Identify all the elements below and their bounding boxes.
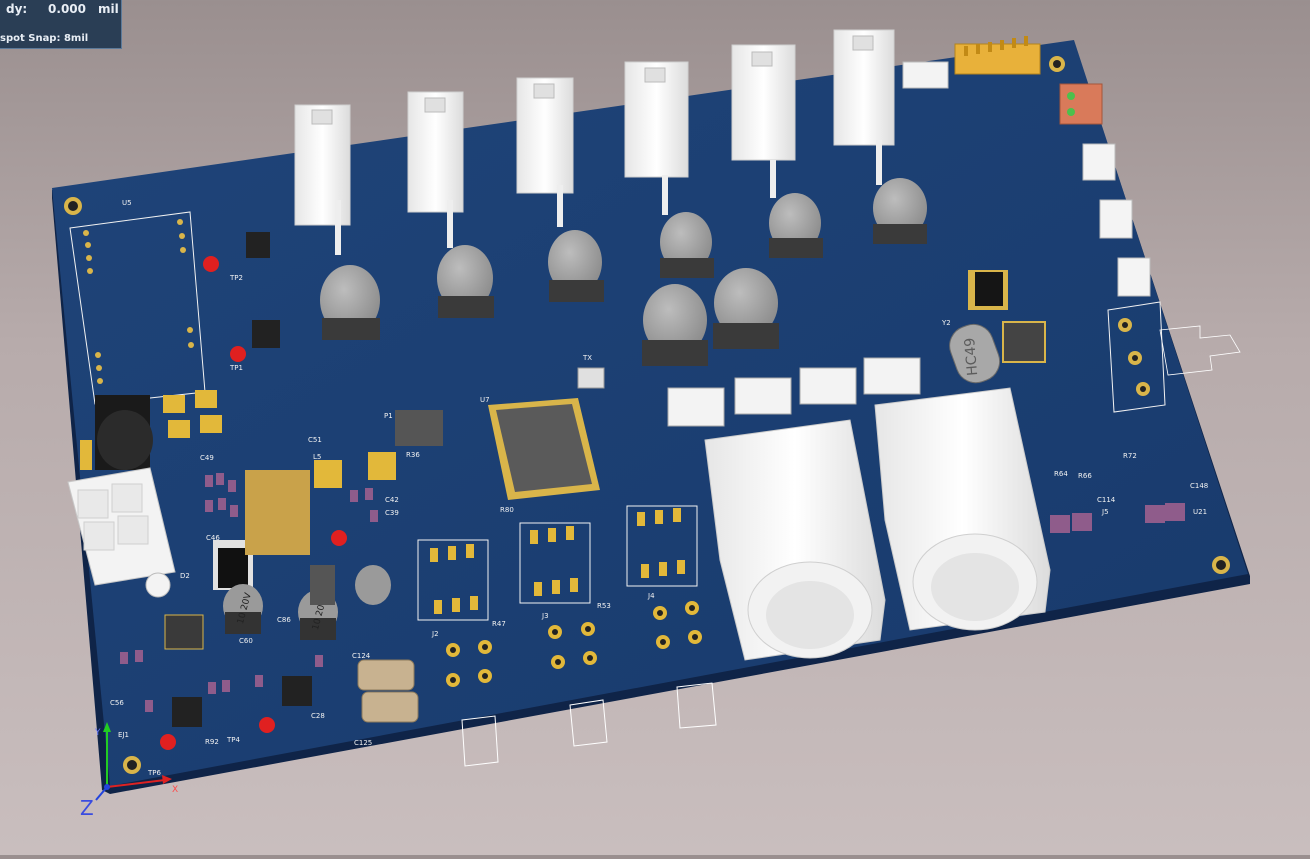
mounting-holes bbox=[64, 56, 1230, 774]
label-c56: C56 bbox=[110, 699, 124, 707]
dy-value: 0.000 bbox=[48, 2, 86, 16]
label-r36: R36 bbox=[406, 451, 420, 459]
molex-connector bbox=[67, 467, 176, 586]
label-r53: R53 bbox=[597, 602, 611, 610]
crystal-label: HC49 bbox=[962, 337, 981, 376]
label-c46: C46 bbox=[206, 534, 220, 542]
label-u7: U7 bbox=[480, 396, 490, 404]
unit-label: mil bbox=[98, 2, 119, 16]
white-connector-row bbox=[294, 29, 927, 340]
label-j3: J3 bbox=[541, 612, 549, 620]
label-c124: C124 bbox=[352, 652, 371, 660]
label-c28: C28 bbox=[311, 712, 325, 720]
axis-z-label: Z bbox=[80, 796, 94, 820]
label-tp1: TP1 bbox=[229, 364, 243, 372]
label-y2: Y2 bbox=[941, 319, 951, 327]
label-tx: TX bbox=[582, 354, 592, 362]
label-c51: C51 bbox=[308, 436, 322, 444]
label-d2: D2 bbox=[180, 572, 190, 580]
label-r80: R80 bbox=[500, 506, 514, 514]
label-p1: P1 bbox=[384, 412, 393, 420]
label-j4: J4 bbox=[647, 592, 655, 600]
label-r47: R47 bbox=[492, 620, 506, 628]
axis-x-label: X bbox=[172, 785, 178, 795]
label-c39: C39 bbox=[385, 509, 399, 517]
label-r92: R92 bbox=[205, 738, 219, 746]
crystal-hc49: HC49 bbox=[949, 323, 1001, 384]
label-j2: J2 bbox=[431, 630, 439, 638]
label-tp2: TP2 bbox=[229, 274, 243, 282]
label-u5: U5 bbox=[122, 199, 132, 207]
axis-y-label: Y bbox=[94, 728, 101, 738]
label-c148: C148 bbox=[1190, 482, 1208, 490]
label-r66: R66 bbox=[1078, 472, 1092, 480]
label-ej1: EJ1 bbox=[118, 731, 129, 739]
axis-gizmo: Y X Z bbox=[80, 722, 178, 820]
label-r72: R72 bbox=[1123, 452, 1137, 460]
label-c86: C86 bbox=[277, 616, 291, 624]
label-r64: R64 bbox=[1054, 470, 1068, 478]
label-c125: C125 bbox=[354, 739, 372, 747]
label-c49: C49 bbox=[200, 454, 214, 462]
transformers bbox=[417, 505, 698, 621]
snap-status: spot Snap: 8mil bbox=[0, 33, 89, 44]
label-tp4: TP4 bbox=[226, 736, 240, 744]
dy-label: dy: bbox=[6, 2, 28, 16]
measurement-hud: dy: 0.000 mil spot Snap: 8mil bbox=[0, 0, 122, 49]
xlr-connectors bbox=[704, 387, 1051, 661]
label-c42: C42 bbox=[385, 496, 399, 504]
label-tp6: TP6 bbox=[147, 769, 161, 777]
label-l5: L5 bbox=[313, 453, 321, 461]
label-j5: J5 bbox=[1101, 508, 1109, 516]
label-c60: C60 bbox=[239, 637, 253, 645]
label-c114: C114 bbox=[1097, 496, 1116, 504]
silkscreen-labels: U5 TP2 TP1 U7 C51 L5 C49 C46 D2 C42 C39 … bbox=[110, 199, 1208, 777]
label-u21: U21 bbox=[1193, 508, 1207, 516]
